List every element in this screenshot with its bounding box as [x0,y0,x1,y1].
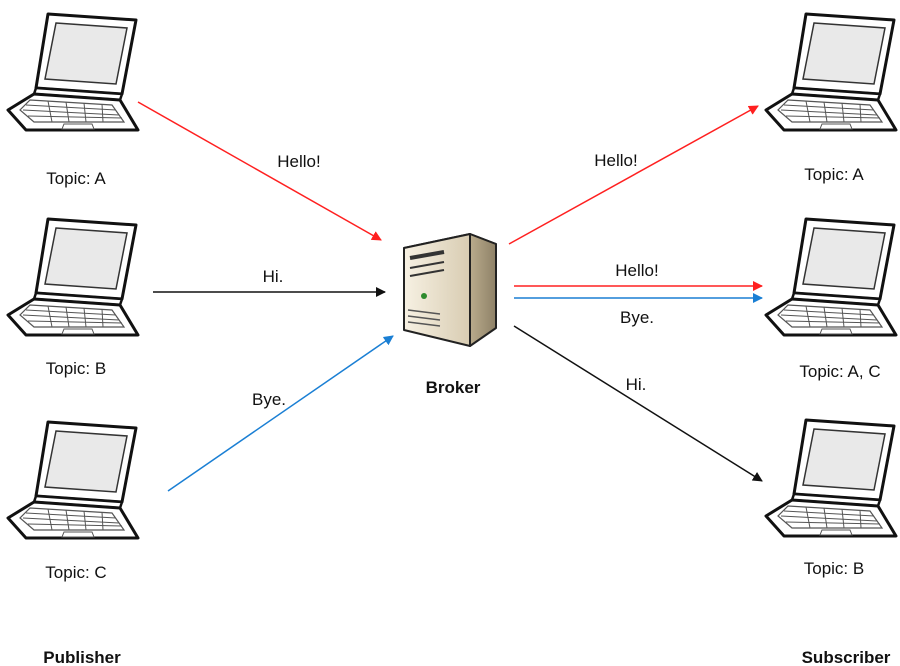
laptop-icon [6,420,140,540]
broker-label: Broker [426,378,481,397]
publisher-topic-label: Topic: C [45,563,106,582]
arrow-sub-b [513,325,763,482]
arrow-pub-a [137,101,382,241]
message-label: Hello! [594,151,637,170]
subscriber-topic-label: Topic: A, C [799,362,880,381]
laptop-icon [6,12,140,132]
message-label: Hello! [277,152,320,171]
laptop-icon [764,12,898,132]
message-label: Hi. [263,267,284,286]
message-label: Bye. [620,308,654,327]
subscriber-topic-label: Topic: B [804,559,864,578]
publisher-topic-label: Topic: A [46,169,106,188]
subscriber-heading: Subscriber [802,648,891,666]
publisher-heading: Publisher [43,648,121,666]
arrow-pub-c [167,335,394,492]
laptop-icon [6,217,140,337]
laptop-icon [764,418,898,538]
arrow-sub-a [508,105,759,245]
message-label: Hello! [615,261,658,280]
laptop-icon [764,217,898,337]
publisher-topic-label: Topic: B [46,359,106,378]
server-icon [403,233,497,347]
subscriber-topic-label: Topic: A [804,165,864,184]
message-label: Bye. [252,390,286,409]
message-label: Hi. [626,375,647,394]
